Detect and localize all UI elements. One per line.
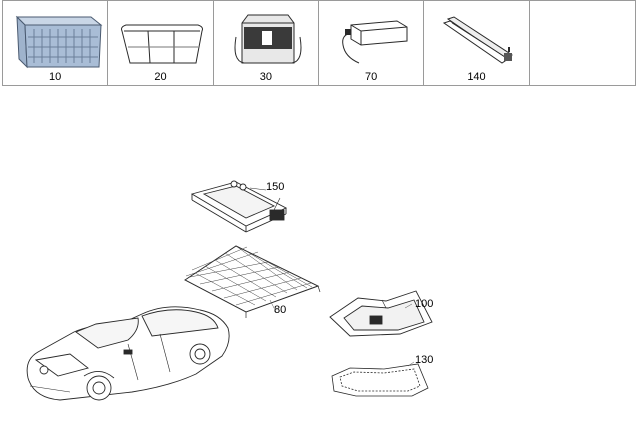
thumbnail-strip: 10 20 30 70 — [2, 0, 636, 86]
thumbnail-cell-20[interactable]: 20 — [108, 1, 214, 85]
thumbnail-cell-70[interactable]: 70 — [319, 1, 425, 85]
callout-150[interactable]: 150 — [266, 181, 285, 193]
part-number-20: 20 — [154, 71, 167, 83]
folding-crate-icon — [15, 15, 103, 69]
callout-130[interactable]: 130 — [415, 354, 434, 366]
thumbnail-cell-empty — [530, 1, 635, 85]
thumbnail-cell-30[interactable]: 30 — [214, 1, 319, 85]
callout-80[interactable]: 80 — [274, 304, 287, 316]
sedan-car-outline — [26, 306, 230, 401]
part-number-70: 70 — [365, 71, 378, 83]
parts-drawing — [26, 180, 433, 401]
part-number-140: 140 — [467, 71, 486, 83]
rail-kit-icon — [443, 16, 514, 64]
part-number-30: 30 — [259, 71, 272, 83]
thumbnail-cell-140[interactable]: 140 — [424, 1, 530, 85]
parts-diagram: 150 80 100 130 — [0, 86, 640, 425]
trunk-tray-part — [329, 290, 433, 337]
callout-100[interactable]: 100 — [415, 298, 434, 310]
thumbnail-cell-10[interactable]: 10 — [3, 1, 109, 85]
storage-basket-icon — [121, 24, 204, 64]
floor-mat-part — [331, 363, 429, 397]
luggage-net-part — [184, 245, 321, 318]
cool-box-icon — [234, 14, 302, 64]
leader-lines — [269, 299, 415, 367]
cargo-cover-part — [190, 180, 288, 233]
part-number-10: 10 — [49, 71, 62, 83]
power-adapter-icon — [342, 20, 408, 64]
